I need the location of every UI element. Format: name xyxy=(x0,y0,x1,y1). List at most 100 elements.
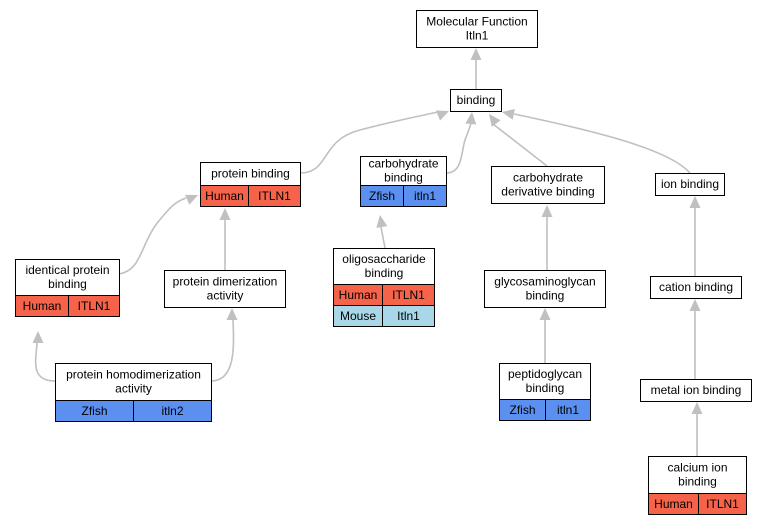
gene-label: ITLN1 xyxy=(706,497,739,511)
edge-line xyxy=(118,197,187,275)
term-label: binding xyxy=(48,277,87,291)
gene-cell xyxy=(248,185,301,207)
term-box xyxy=(450,89,502,112)
term-box xyxy=(416,10,538,48)
term-label: derivative binding xyxy=(501,185,594,199)
term-node-metal-ion-binding[interactable]: metal ion binding xyxy=(640,379,752,402)
gene-label: Itln1 xyxy=(397,309,420,323)
edge-glycosaminoglycan-binding-to-carbohydrate-derivative-binding xyxy=(541,205,553,270)
term-label: binding xyxy=(365,266,404,280)
gene-label: ITLN1 xyxy=(258,189,291,203)
edge-arrowhead xyxy=(470,48,482,60)
edge-arrowhead xyxy=(689,196,701,208)
edge-cation-binding-to-ion-binding xyxy=(689,196,701,276)
term-box xyxy=(360,156,447,186)
edge-peptidoglycan-binding-to-glycosaminoglycan-binding xyxy=(539,308,551,363)
edge-arrowhead xyxy=(435,110,449,121)
gene-label: ITLN1 xyxy=(392,288,425,302)
organism-label: Mouse xyxy=(340,309,376,323)
term-label: binding xyxy=(384,171,423,185)
edge-binding-to-mf xyxy=(470,48,482,89)
term-label: ion binding xyxy=(661,177,719,191)
gene-cell xyxy=(698,493,747,515)
edge-line xyxy=(210,319,235,382)
edges-layer xyxy=(32,48,703,456)
term-label: binding xyxy=(678,475,717,489)
gene-label: ITLN1 xyxy=(78,299,111,313)
term-label: calcium ion xyxy=(667,461,727,475)
gene-cell xyxy=(545,399,591,421)
term-label: binding xyxy=(457,93,496,107)
edge-arrowhead xyxy=(226,308,238,320)
edge-arrowhead xyxy=(689,299,701,311)
term-box xyxy=(15,259,120,296)
edge-protein-binding-to-binding xyxy=(299,110,449,174)
term-label: protein dimerization xyxy=(173,275,278,289)
term-label: Molecular Function xyxy=(426,15,527,29)
term-label: protein binding xyxy=(211,167,290,181)
term-label: activity xyxy=(115,382,152,396)
term-label: activity xyxy=(207,289,244,303)
edge-arrowhead xyxy=(219,208,231,220)
edge-line xyxy=(513,113,691,174)
term-label: peptidoglycan xyxy=(508,367,582,381)
term-box xyxy=(164,270,286,308)
gene-label: itln1 xyxy=(414,189,436,203)
term-box xyxy=(484,270,606,308)
edge-arrowhead xyxy=(691,402,703,414)
organism-label: Zfish xyxy=(509,403,535,417)
edge-line xyxy=(492,123,548,167)
gene-cell xyxy=(382,305,435,327)
edge-arrowhead xyxy=(539,308,551,320)
edge-metal-ion-binding-to-cation-binding xyxy=(689,299,701,379)
term-node-ion-binding[interactable]: ion binding xyxy=(655,173,725,196)
edge-oligosaccharide-binding-to-carbohydrate-binding xyxy=(376,215,388,249)
term-box xyxy=(650,276,742,299)
edge-ion-binding-to-binding xyxy=(502,109,691,174)
term-box xyxy=(640,379,752,402)
term-label: protein homodimerization xyxy=(66,368,201,382)
edge-arrowhead xyxy=(32,331,44,343)
organism-label: Zfish xyxy=(369,189,395,203)
term-label: binding xyxy=(526,289,565,303)
edge-calcium-ion-binding-to-metal-ion-binding xyxy=(691,402,703,456)
edge-arrowhead xyxy=(502,109,515,120)
term-label: carbohydrate xyxy=(368,157,438,171)
gene-cell xyxy=(403,185,447,207)
term-label: Itln1 xyxy=(466,29,489,43)
edge-arrowhead xyxy=(185,194,198,205)
term-label: identical protein xyxy=(25,263,109,277)
gene-cell xyxy=(68,295,120,317)
edge-identical-protein-binding-to-protein-binding xyxy=(118,194,198,275)
term-box xyxy=(648,456,747,494)
term-label: glycosaminoglycan xyxy=(494,275,595,289)
edge-arrowhead xyxy=(376,215,388,228)
edge-protein-dimerization-activity-to-protein-binding xyxy=(219,208,231,270)
edge-protein-homodimerization-activity-to-protein-dimerization-activity xyxy=(210,308,238,382)
term-node-cation-binding[interactable]: cation binding xyxy=(650,276,742,299)
term-label: binding xyxy=(526,381,565,395)
edge-carbohydrate-binding-to-binding xyxy=(445,112,477,174)
edge-protein-homodimerization-activity-to-identical-protein-binding xyxy=(32,331,56,382)
edge-line xyxy=(299,111,439,174)
term-node-binding[interactable]: binding xyxy=(450,89,502,112)
term-box xyxy=(491,166,605,204)
edge-line xyxy=(34,342,56,382)
gene-label: itln1 xyxy=(557,403,579,417)
gene-cell xyxy=(133,400,212,422)
term-box xyxy=(655,173,725,196)
